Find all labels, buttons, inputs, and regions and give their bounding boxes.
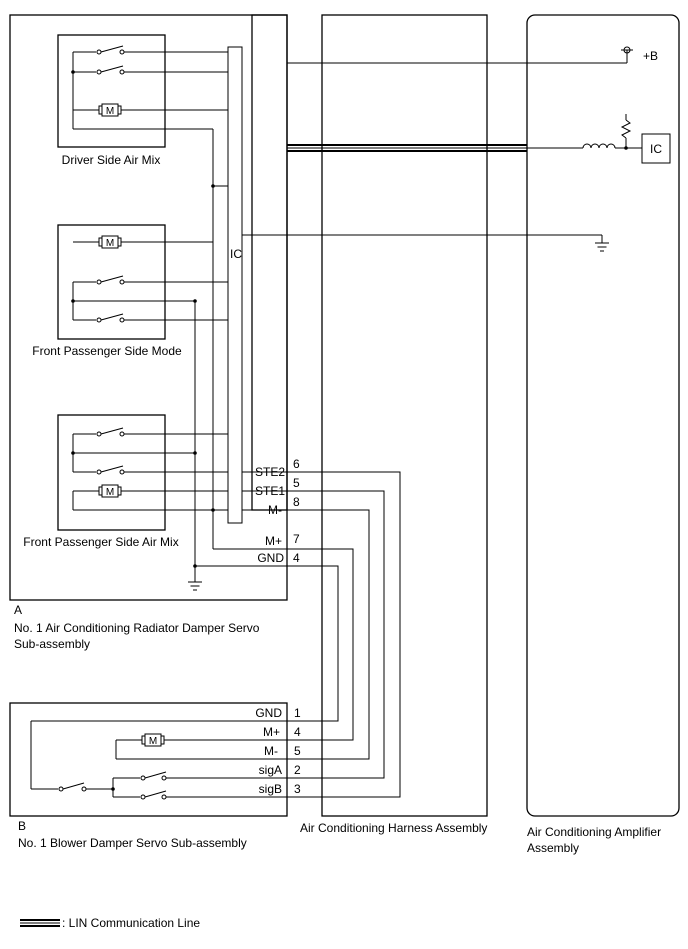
svg-text:GND: GND xyxy=(257,551,284,565)
servo-b-letter: B xyxy=(18,819,26,833)
svg-text:5: 5 xyxy=(294,744,301,758)
servo-a-name-1: No. 1 Air Conditioning Radiator Damper S… xyxy=(14,621,260,635)
legend-lin-label: : LIN Communication Line xyxy=(62,916,200,930)
subunit-driver-side-air-mix: M Driver Side Air Mix xyxy=(57,34,228,167)
svg-text:4: 4 xyxy=(294,725,301,739)
subunit-front-passenger-side-mode: M Front Passenger Side Mode xyxy=(32,224,228,358)
inductor-icon xyxy=(582,143,616,149)
power-label: +B xyxy=(643,49,658,63)
subunit-1-label: Driver Side Air Mix xyxy=(62,153,161,167)
svg-text:4: 4 xyxy=(293,551,300,565)
harness-outline xyxy=(321,14,488,817)
resistor-icon xyxy=(620,119,632,139)
svg-text:STE1: STE1 xyxy=(255,484,285,498)
servo-b-pins: GND 1 M+ 4 M- 5 sigA 2 sigB 3 xyxy=(255,706,301,796)
servo-a-name-2: Sub-assembly xyxy=(14,637,90,651)
svg-text:sigB: sigB xyxy=(259,782,282,796)
servo-a-ic-label: IC xyxy=(230,247,242,261)
svg-text:M: M xyxy=(106,106,114,117)
svg-text:5: 5 xyxy=(293,476,300,490)
svg-text:8: 8 xyxy=(293,495,300,509)
svg-text:M: M xyxy=(106,238,114,249)
servo-a-connector-strip xyxy=(251,14,288,511)
ground-icon xyxy=(188,581,202,591)
harness-routing xyxy=(287,471,401,798)
servo-a-letter: A xyxy=(14,603,22,617)
svg-text:M: M xyxy=(149,736,157,747)
amplifier-name-1: Air Conditioning Amplifier xyxy=(527,825,661,839)
lin-communication-line xyxy=(287,144,527,152)
motor-icon: M xyxy=(141,733,165,747)
svg-text:M: M xyxy=(106,487,114,498)
svg-text:2: 2 xyxy=(294,763,301,777)
svg-text:GND: GND xyxy=(255,706,282,720)
amplifier-outline xyxy=(526,14,680,817)
servo-a-ic-block xyxy=(227,46,243,524)
servo-b-name: No. 1 Blower Damper Servo Sub-assembly xyxy=(18,836,247,850)
legend: : LIN Communication Line xyxy=(20,916,200,930)
svg-text:M+: M+ xyxy=(265,534,282,548)
amplifier-name-2: Assembly xyxy=(527,841,579,855)
svg-text:1: 1 xyxy=(294,706,301,720)
svg-text:M-: M- xyxy=(268,503,282,517)
amplifier-ic-label: IC xyxy=(650,142,662,156)
motor-icon: M xyxy=(98,235,122,249)
motor-icon: M xyxy=(98,484,122,498)
subunit-3-label: Front Passenger Side Air Mix xyxy=(23,535,178,549)
svg-text:3: 3 xyxy=(294,782,301,796)
svg-text:STE2: STE2 xyxy=(255,465,285,479)
servo-a-outline xyxy=(9,14,288,601)
harness-name: Air Conditioning Harness Assembly xyxy=(300,821,487,835)
ground-icon xyxy=(595,242,609,252)
svg-text:6: 6 xyxy=(293,457,300,471)
svg-text:M-: M- xyxy=(264,744,278,758)
servo-b-internal: M xyxy=(30,720,287,800)
svg-text:sigA: sigA xyxy=(259,763,282,777)
servo-a-pins: STE2 6 STE1 5 M- 8 M+ 7 GND 4 xyxy=(255,457,300,565)
motor-icon: M xyxy=(98,103,122,117)
svg-text:M+: M+ xyxy=(263,725,280,739)
svg-text:7: 7 xyxy=(293,532,300,546)
subunit-2-label: Front Passenger Side Mode xyxy=(32,344,182,358)
subunit-front-passenger-side-air-mix: M Front Passenger Side Air Mix xyxy=(23,414,228,549)
amplifier-ic-block xyxy=(641,133,671,164)
